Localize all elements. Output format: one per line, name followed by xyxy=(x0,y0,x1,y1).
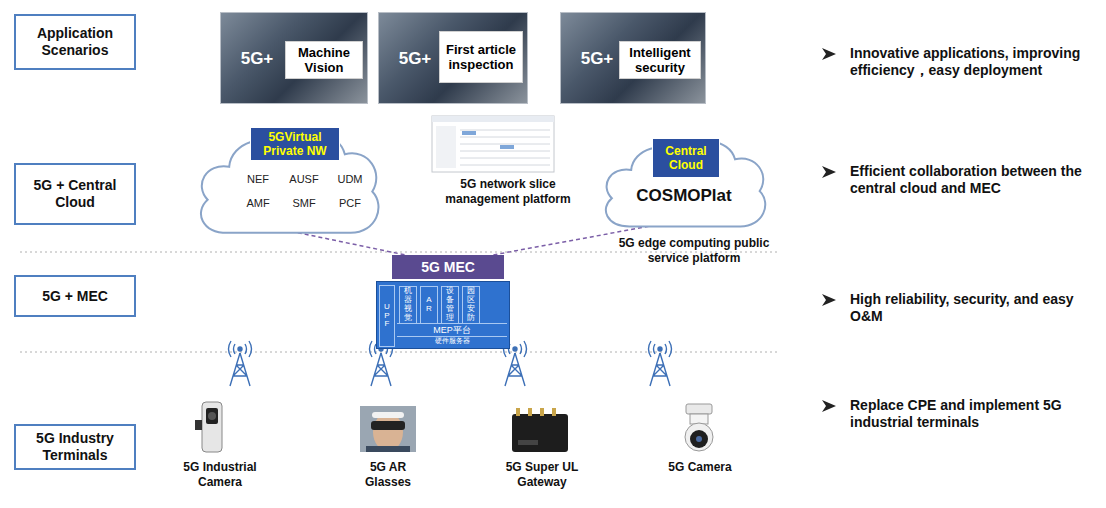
layer-box: Application Scenarios xyxy=(14,14,136,70)
dashed-link xyxy=(298,233,406,255)
scenario-photo-text: 5G+ xyxy=(391,49,439,69)
terminal-label: 5G Industrial Camera xyxy=(182,460,258,490)
central-cloud-box: Central Cloud xyxy=(652,138,720,178)
platform-label: 5G network slice management platform xyxy=(428,177,588,207)
platform-screenshot xyxy=(432,116,554,172)
platform-label: 5G edge computing public service platfor… xyxy=(608,236,780,266)
layer-box-text: 5G + MEC xyxy=(42,288,108,305)
vpn-box: 5GVirtual Private NW xyxy=(250,127,340,161)
mec-header: 5G MEC xyxy=(392,255,504,279)
central-cloud: COSMOPlat Central Cloud xyxy=(596,124,772,230)
terminal-label: 5G Camera xyxy=(660,460,740,475)
app-cell-text: 设备管理 xyxy=(446,287,454,322)
bullet-arrow xyxy=(822,400,836,412)
core-network-cloud-text: AUSF xyxy=(282,173,326,185)
scenario-box-text: Machine Vision xyxy=(290,45,358,75)
scenario-box-text: Intelligent security xyxy=(624,45,696,75)
terminal-label: 5G AR Glasses xyxy=(350,460,426,490)
layer-box-text: Application Scenarios xyxy=(28,25,122,59)
layer-box: 5G Industry Terminals xyxy=(14,424,136,470)
benefit-note: High reliability, security, and easy O&M xyxy=(850,291,1095,325)
scenario-box: Machine Vision xyxy=(285,41,363,79)
core-network-cloud-text: AMF xyxy=(236,197,280,209)
scenario-photo: 5G+First article inspection xyxy=(378,12,528,104)
scenario-box: First article inspection xyxy=(439,31,523,83)
app-cell: AR xyxy=(420,286,438,324)
benefit-note: Innovative applications, improving effic… xyxy=(850,45,1095,79)
app-cell-text: 机器视觉 xyxy=(404,287,412,322)
app-cell-text: AR xyxy=(425,296,433,314)
antenna-tower xyxy=(229,341,252,386)
scenario-box-text: First article inspection xyxy=(444,42,518,72)
scenario-photo: 5G+ Machine Vision xyxy=(220,12,368,104)
benefit-note: Replace CPE and implement 5G industrial … xyxy=(850,397,1095,431)
app-cell-text: 园区安防 xyxy=(467,287,475,322)
vpn-box-text: 5GVirtual Private NW xyxy=(255,130,335,158)
antenna-tower xyxy=(649,341,672,386)
bullet-arrow xyxy=(822,166,836,178)
central-cloud-box-text: Central Cloud xyxy=(657,144,715,172)
central-cloud-text: COSMOPlat xyxy=(606,186,762,206)
scenario-photo-text: 5G+ xyxy=(573,49,621,69)
core-network-cloud-text: NEF xyxy=(236,173,280,185)
industrial-camera-icon xyxy=(195,402,222,452)
layer-box: 5G + MEC xyxy=(14,275,136,317)
scenario-box: Intelligent security xyxy=(619,41,701,79)
core-network-cloud-text: UDM xyxy=(328,173,372,185)
app-cell: 设备管理 xyxy=(441,286,459,324)
core-network-cloud: NEFAUSFUDM AMFSMFPCF 5GVirtual Private NW xyxy=(190,113,386,237)
upf-cell: UPF xyxy=(379,285,395,347)
mec-block: MEP平台硬件服务器 UPF 机器视觉 AR 设备管理 园区安防 xyxy=(376,281,510,349)
layer-box-text: 5G + Central Cloud xyxy=(28,177,122,211)
bullet-arrow xyxy=(822,294,836,306)
mec-block-text: 硬件服务器 xyxy=(397,336,507,346)
scenario-photo-text: 5G+ xyxy=(233,49,281,69)
bullet-arrow xyxy=(822,48,836,60)
gateway-icon xyxy=(512,408,568,452)
terminal-label: 5G Super UL Gateway xyxy=(490,460,594,490)
core-network-cloud-text: SMF xyxy=(282,197,326,209)
dome-camera-icon xyxy=(685,404,713,451)
app-cell: 园区安防 xyxy=(462,286,480,324)
layer-box-text: 5G Industry Terminals xyxy=(28,430,122,464)
ar-glasses-icon xyxy=(360,406,416,452)
mec-header-text: 5G MEC xyxy=(421,259,475,275)
scenario-photo: 5G+Intelligent security xyxy=(560,12,706,104)
mec-block-text: MEP平台 xyxy=(397,323,507,337)
layer-box: 5G + Central Cloud xyxy=(14,163,136,225)
benefit-note: Efficient collaboration between the cent… xyxy=(850,163,1095,197)
upf-cell-text: UPF xyxy=(383,303,391,329)
core-network-cloud-text: PCF xyxy=(328,197,372,209)
app-cell: 机器视觉 xyxy=(399,286,417,324)
